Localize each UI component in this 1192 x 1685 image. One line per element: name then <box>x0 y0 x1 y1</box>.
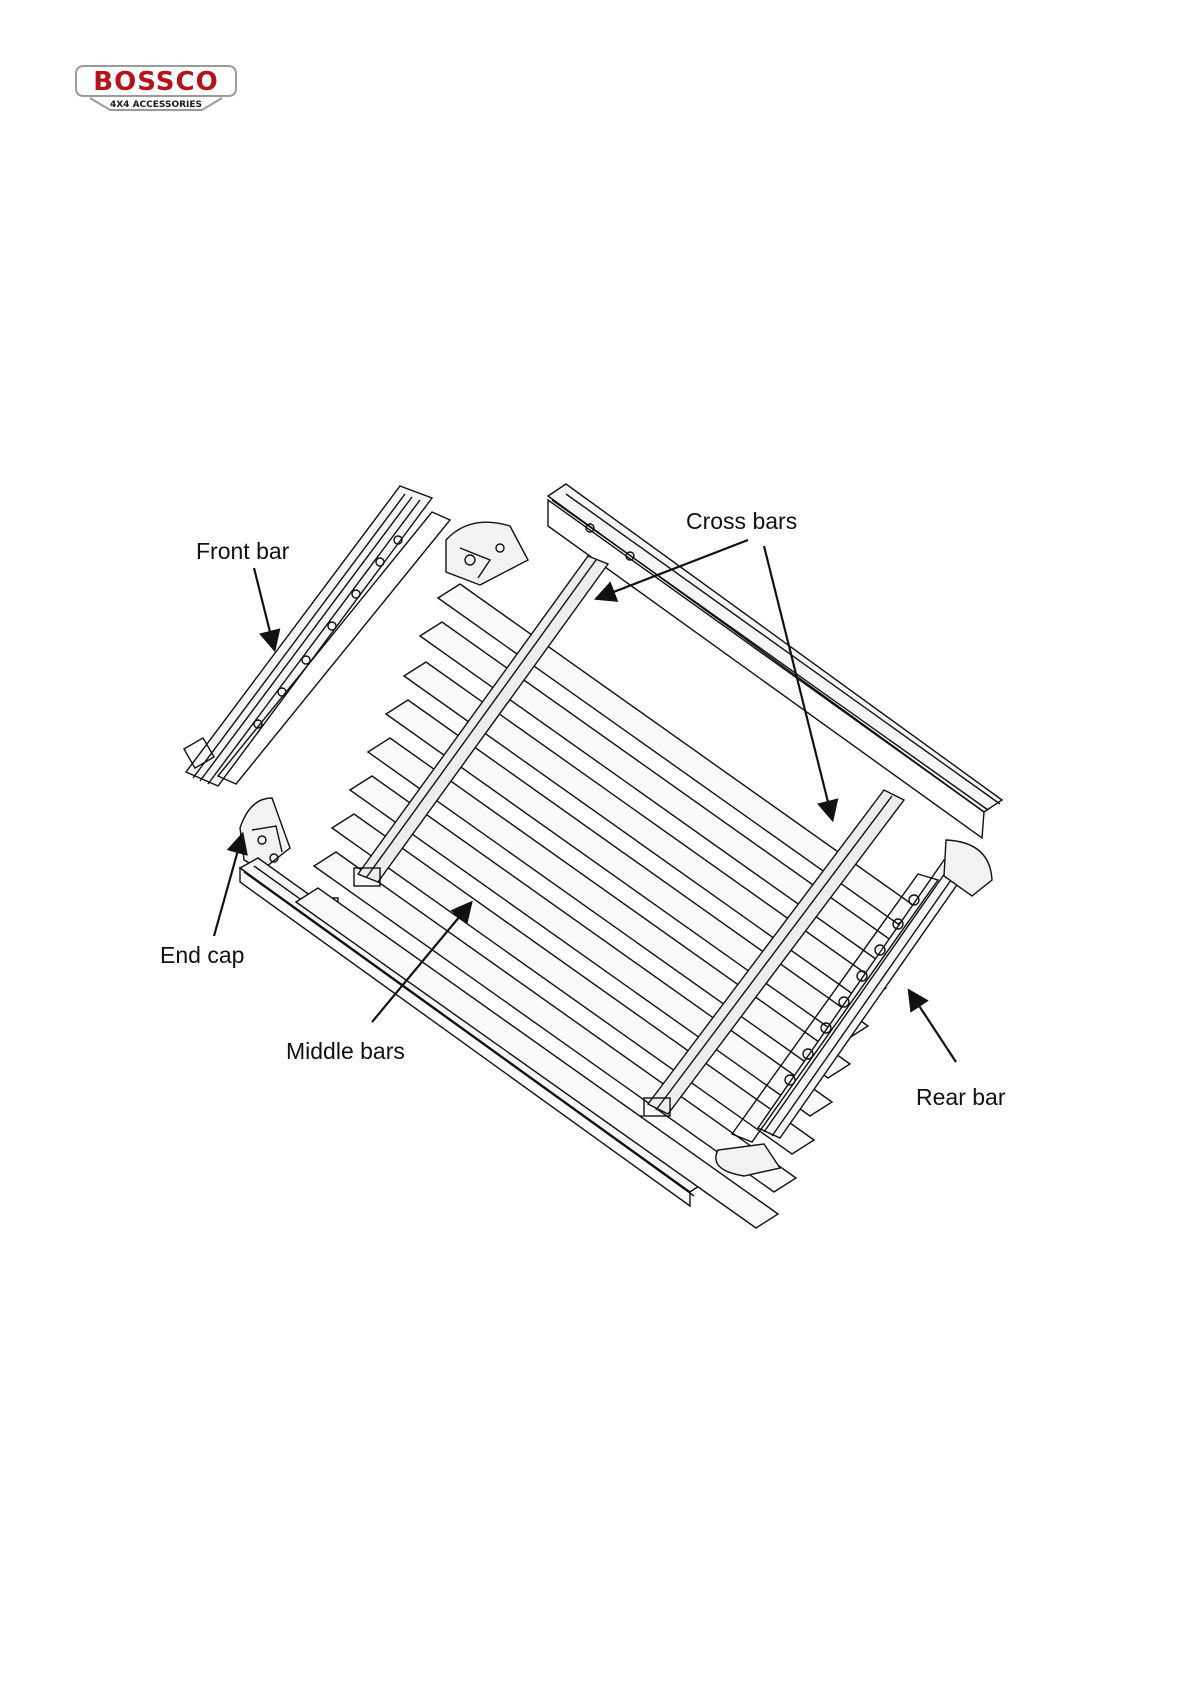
label-rear-bar: Rear bar <box>916 1084 1005 1111</box>
end-cap-front-left <box>240 798 290 870</box>
label-front-bar: Front bar <box>196 538 289 565</box>
end-cap-front-right <box>446 522 528 585</box>
arrow-rear-bar <box>910 992 956 1062</box>
label-end-cap: End cap <box>160 942 244 969</box>
front-bar <box>184 486 450 786</box>
side-rail-top <box>548 484 1002 838</box>
label-middle-bars: Middle bars <box>286 1038 405 1065</box>
label-cross-bars: Cross bars <box>686 508 797 535</box>
arrow-front-bar <box>254 568 274 648</box>
arrow-end-cap <box>214 836 242 936</box>
